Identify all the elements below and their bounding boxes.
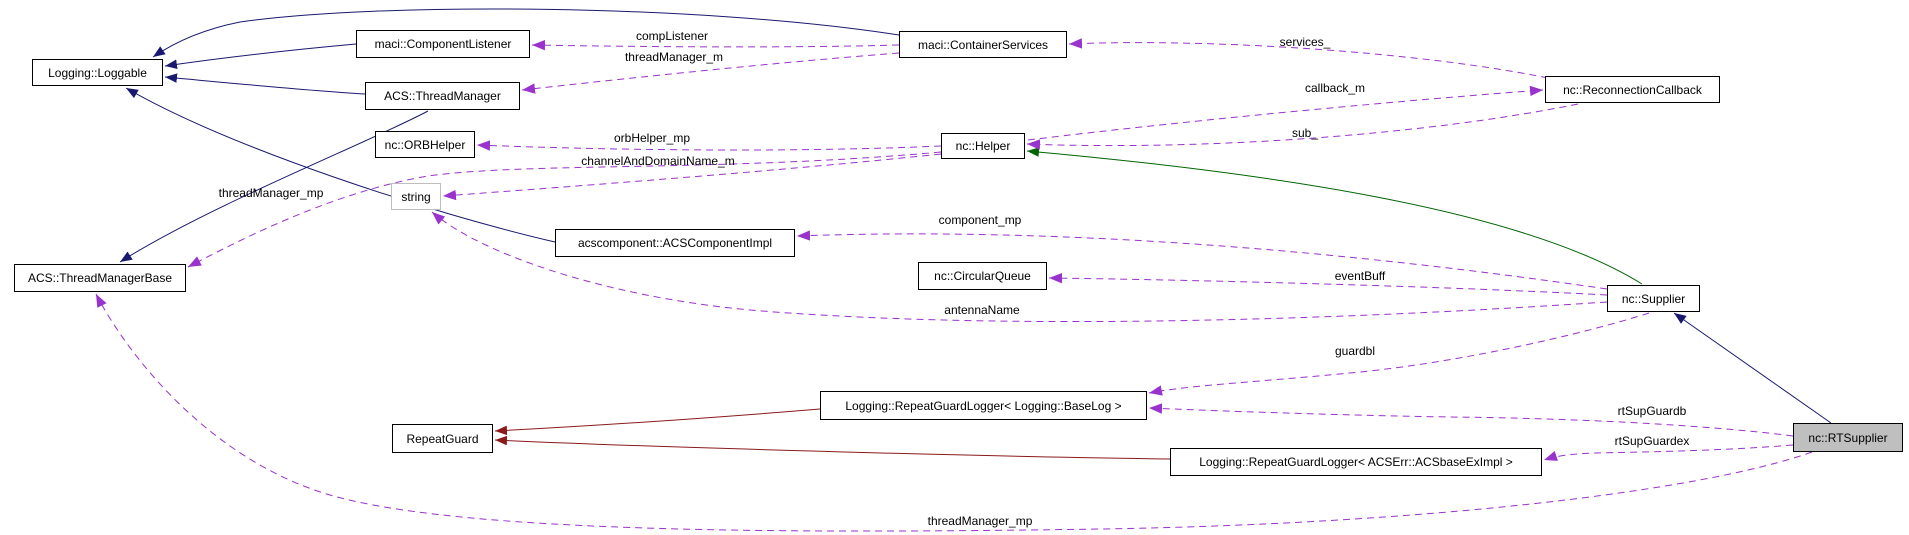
- edge-inherit-containerservices-loggable: [152, 8, 900, 58]
- edge-usage-component-mp: [796, 230, 1608, 290]
- edge-usage-channelanddomainname-m: [442, 153, 942, 201]
- edge-label-sub: sub_: [1291, 126, 1319, 140]
- node-maci-componentlistener[interactable]: maci::ComponentListener: [356, 30, 530, 58]
- node-logging-loggable[interactable]: Logging::Loggable: [32, 59, 163, 86]
- edge-label-component-mp: component_mp: [938, 213, 1022, 227]
- edge-usage-orbhelper-mp: [476, 140, 942, 151]
- edge-inherit-rtsupplier-supplier: [1673, 312, 1832, 424]
- edge-usage-rtsupguardb: [1148, 403, 1794, 437]
- node-nc-circularqueue[interactable]: nc::CircularQueue: [918, 262, 1047, 290]
- edge-usage-guardbl: [1148, 312, 1650, 396]
- edge-usage-sub: [1026, 103, 1579, 150]
- edge-usage-threadmanager-mp-left: [187, 151, 942, 268]
- node-maci-containerservices[interactable]: maci::ContainerServices: [899, 31, 1067, 58]
- edge-inherit-threadmanager-loggable: [164, 73, 366, 95]
- node-acs-threadmanager[interactable]: ACS::ThreadManager: [365, 82, 520, 110]
- node-nc-reconnectioncallback[interactable]: nc::ReconnectionCallback: [1545, 76, 1720, 103]
- edge-label-channelanddomainname-m: channelAndDomainName_m: [581, 154, 735, 168]
- edge-private-rglbaselog-repeatguard: [494, 408, 821, 436]
- edge-inherit-componentlistener-loggable: [164, 43, 357, 70]
- edge-label-antennaname: antennaName: [944, 303, 1020, 317]
- edge-label-rtsupguardex: rtSupGuardex: [1614, 434, 1690, 448]
- node-nc-supplier[interactable]: nc::Supplier: [1607, 285, 1700, 312]
- edge-usage-complistener: [531, 40, 900, 51]
- node-acscomponent-acscomponentimpl[interactable]: acscomponent::ACSComponentImpl: [555, 229, 795, 257]
- edge-inherit-acscomponentimpl-loggable: [125, 87, 556, 243]
- edge-usage-callback-m: [1027, 85, 1544, 141]
- edge-label-callback-m: callback_m: [1304, 81, 1366, 95]
- edge-usage-threadmanager-mp-bottom: [95, 293, 1813, 532]
- edge-protected-supplier-helper: [1026, 147, 1643, 285]
- node-repeatguard[interactable]: RepeatGuard: [392, 424, 493, 453]
- edge-label-eventbuff: eventBuff: [1334, 269, 1386, 283]
- edge-usage-antennaname: [431, 211, 1608, 323]
- edge-label-guardbl: guardbl: [1334, 344, 1376, 358]
- node-acs-threadmanagerbase[interactable]: ACS::ThreadManagerBase: [14, 264, 186, 292]
- edge-label-orbhelper-mp: orbHelper_mp: [613, 131, 691, 145]
- node-nc-orbhelper[interactable]: nc::ORBHelper: [375, 131, 475, 158]
- node-logging-repeatguardlogger-baselog[interactable]: Logging::RepeatGuardLogger< Logging::Bas…: [820, 391, 1147, 420]
- edge-usage-rtsupguardex: [1543, 444, 1794, 461]
- edge-private-rglacsbase-repeatguard: [494, 435, 1171, 460]
- edge-usage-threadmanager-m: [521, 52, 900, 94]
- node-string[interactable]: string: [391, 183, 441, 210]
- edge-label-rtsupguardb: rtSupGuardb: [1617, 404, 1687, 418]
- edge-label-complistener: compListener: [635, 29, 709, 43]
- edge-label-services: services_: [1279, 35, 1331, 49]
- edge-usage-eventbuff: [1048, 272, 1608, 296]
- node-logging-repeatguardlogger-acsbaseeximpl[interactable]: Logging::RepeatGuardLogger< ACSErr::ACSb…: [1170, 448, 1542, 476]
- node-nc-helper[interactable]: nc::Helper: [941, 133, 1025, 159]
- edge-label-threadmanager-mp-left: threadManager_mp: [218, 186, 324, 200]
- node-nc-rtsupplier: nc::RTSupplier: [1793, 423, 1903, 452]
- edge-label-threadmanager-m: threadManager_m: [624, 50, 724, 64]
- edge-inherit-threadmanager-threadmanagerbase: [119, 110, 429, 263]
- edge-label-threadmanager-mp-bottom: threadManager_mp: [927, 514, 1033, 528]
